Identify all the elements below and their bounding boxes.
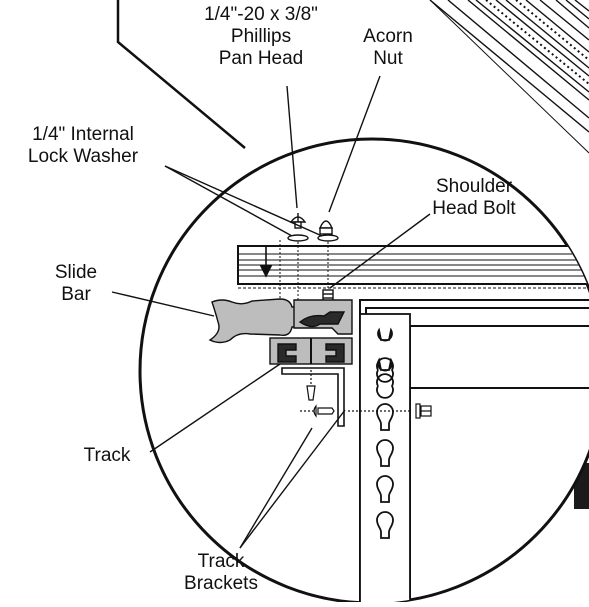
lock-washer-left	[287, 234, 309, 242]
shoulder-bolt-label-line2: Head Bolt	[432, 198, 516, 219]
lock-washer-right	[317, 234, 339, 242]
acorn-nut-label-line1: Acorn	[363, 26, 413, 47]
small-screws	[300, 370, 432, 419]
shoulder-bolt-label: Shoulder Head Bolt	[412, 176, 536, 220]
alignment-lines	[279, 238, 329, 304]
slide-bar-label-line1: Slide	[54, 262, 98, 283]
track-brackets-label-line1: Track	[197, 551, 245, 572]
upright-post	[359, 313, 411, 603]
detail-contents	[237, 245, 589, 603]
ornate-rail	[429, 0, 589, 154]
shoulder-head-bolt	[322, 289, 334, 303]
slide-bar-label: Slide Bar	[44, 262, 108, 306]
screw-label-line2: Phillips	[230, 26, 292, 47]
callout-frame	[116, 0, 246, 149]
lock-washer-label: 1/4" Internal Lock Washer	[8, 124, 158, 168]
down-arrow	[259, 246, 273, 278]
panel-board	[237, 245, 589, 289]
acorn-nut-label: Acorn Nut	[348, 26, 428, 70]
screw-label: 1/4"-20 x 3/8" Phillips Pan Head	[193, 4, 329, 70]
track-label-line1: Track	[83, 445, 131, 466]
lock-washer-label-line1: 1/4" Internal	[32, 124, 134, 145]
shoulder-bolt-label-line1: Shoulder	[435, 176, 513, 197]
screw-label-line3: Pan Head	[218, 48, 304, 69]
acorn-nut	[318, 220, 334, 235]
slide-bar-label-line2: Bar	[61, 284, 91, 305]
leader-lines	[111, 75, 431, 549]
track-brackets-label: Track Brackets	[178, 551, 264, 595]
track-label: Track	[74, 445, 140, 467]
acorn-nut-label-line2: Nut	[373, 48, 403, 69]
screw-label-line1: 1/4"-20 x 3/8"	[204, 4, 318, 25]
track-brackets-label-line2: Brackets	[184, 573, 258, 594]
track-part	[269, 337, 353, 365]
track-bracket	[281, 367, 345, 427]
slide-bar-part	[208, 298, 353, 344]
lock-washer-label-line2: Lock Washer	[27, 146, 139, 167]
